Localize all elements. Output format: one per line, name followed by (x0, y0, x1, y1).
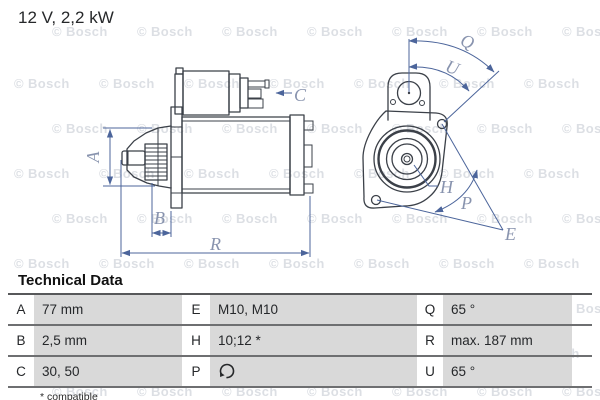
spec-value: max. 187 mm (443, 326, 572, 355)
technical-drawing: A B C R (83, 30, 516, 257)
spec-key: Q (417, 295, 443, 324)
spec-value: 10;12 * (210, 326, 417, 355)
dim-label-c: C (294, 85, 307, 105)
side-view-dimensions: A B C R (83, 85, 311, 257)
side-view-drawing (121, 67, 314, 209)
spec-value: 2,5 mm (34, 326, 182, 355)
spec-key: B (8, 326, 34, 355)
spec-key: U (417, 357, 443, 386)
spec-key: R (417, 326, 443, 355)
dim-label-h: H (439, 177, 454, 197)
spec-value: 77 mm (34, 295, 182, 324)
front-view-dimensions: Q U E P H (376, 30, 516, 244)
spec-value: M10, M10 (210, 295, 417, 324)
table-row: A 77 mm E M10, M10 Q 65 ° (8, 295, 592, 324)
spec-value (210, 357, 417, 386)
dim-label-r: R (209, 234, 221, 254)
front-view-drawing (362, 72, 448, 209)
spec-key: E (182, 295, 210, 324)
spec-key: A (8, 295, 34, 324)
table-row: B 2,5 mm H 10;12 * R max. 187 mm (8, 324, 592, 355)
table-row: C 30, 50 P U 65 ° (8, 355, 592, 386)
dim-label-a: A (83, 151, 103, 164)
dim-label-q: Q (458, 30, 477, 53)
spec-value: 65 ° (443, 357, 572, 386)
spec-key: P (182, 357, 210, 386)
power-rating-label: 12 V, 2,2 kW (18, 8, 114, 27)
dim-label-b: B (154, 208, 165, 228)
dim-label-e: E (504, 224, 516, 244)
spec-key: C (8, 357, 34, 386)
rotation-direction-icon (219, 363, 235, 379)
dim-label-p: P (460, 193, 472, 213)
pinion-teeth (145, 147, 167, 177)
compatibility-footnote: * compatible (40, 391, 98, 400)
technical-data-section: Technical Data A 77 mm E M10, M10 Q 65 °… (8, 272, 592, 400)
dim-label-u: U (443, 56, 463, 80)
spec-value: 65 ° (443, 295, 572, 324)
spec-key: H (182, 326, 210, 355)
technical-data-table: A 77 mm E M10, M10 Q 65 ° B 2,5 mm H 10;… (8, 293, 592, 388)
technical-data-heading: Technical Data (18, 272, 123, 289)
spec-value: 30, 50 (34, 357, 182, 386)
